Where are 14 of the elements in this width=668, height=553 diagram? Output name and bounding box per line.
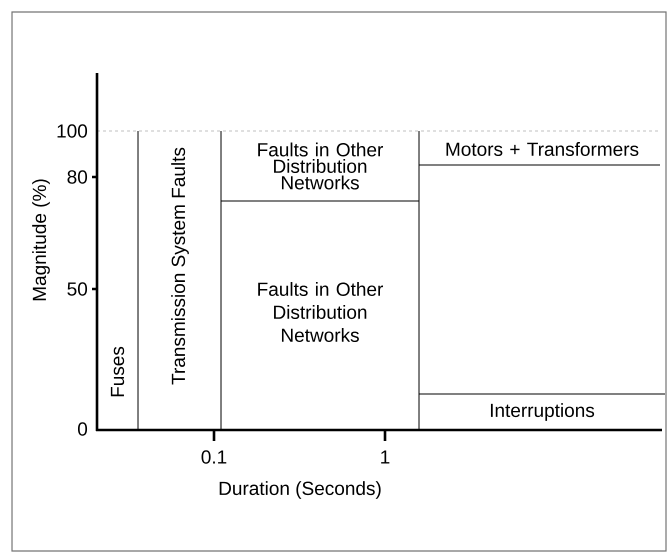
- tick-label: 1: [381, 450, 390, 464]
- tick-label: 50: [67, 282, 88, 296]
- axis-title: Magnitude (%): [32, 179, 50, 300]
- tick-label: 100: [58, 124, 88, 138]
- region-label: Motors + Transformers: [446, 142, 638, 156]
- tick-label: 0: [78, 422, 88, 436]
- axis-title: Duration (Seconds): [220, 481, 381, 499]
- tick-label: 0.1: [202, 450, 226, 464]
- region-label: Faults in Other Distribution Networks: [258, 282, 384, 342]
- region-label: Transmission System Faults: [171, 148, 189, 385]
- region-label: Fuses: [110, 346, 124, 396]
- region-label: Faults in Other Distribution Networks: [258, 142, 384, 190]
- region-label: Interruptions: [490, 403, 594, 421]
- tick-label: 80: [68, 170, 88, 184]
